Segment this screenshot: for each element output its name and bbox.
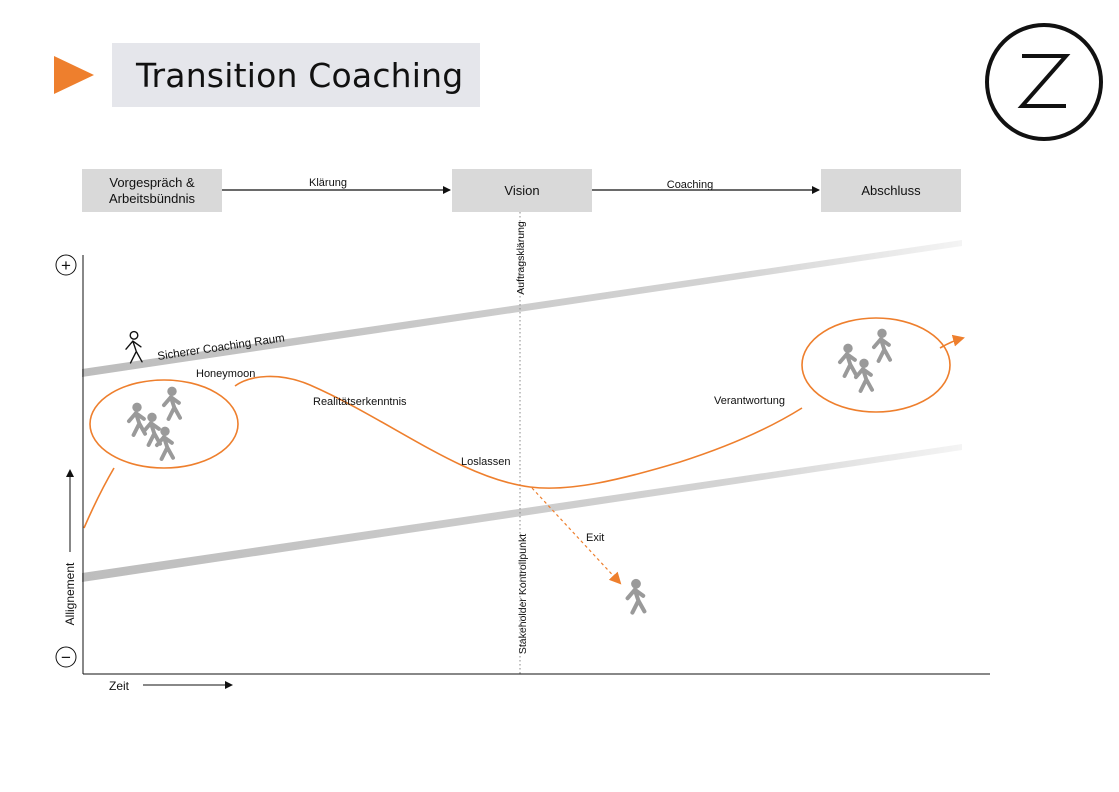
vertical-label-stakeholder: Stakeholder Kontrollpunkt xyxy=(517,534,529,654)
y-axis-label: Allignement xyxy=(63,562,77,625)
curve-label-honeymoon: Honeymoon xyxy=(196,368,255,380)
start-group-ellipse xyxy=(89,379,239,469)
end-arrow xyxy=(939,334,965,349)
end-group-ellipse xyxy=(801,317,951,413)
lower-band xyxy=(82,444,962,582)
group-people-icon xyxy=(837,327,893,393)
page-title: Transition Coaching xyxy=(136,55,464,95)
title-box: Transition Coaching xyxy=(112,43,480,107)
curve-label-exit: Exit xyxy=(586,532,604,544)
transition-curve xyxy=(83,467,115,529)
minus-icon xyxy=(55,646,77,668)
plus-icon xyxy=(55,254,77,276)
phase-box-abschluss: Abschluss xyxy=(821,169,961,212)
phase-label-line1: Vorgespräch & xyxy=(109,174,195,190)
group-people-icon xyxy=(126,385,183,461)
vertical-label-auftragsklaerung: Auftragsklärung xyxy=(515,221,527,295)
transition-curve xyxy=(234,375,803,489)
curve-label-verantwortung: Verantwortung xyxy=(714,395,785,407)
exit-person-icon xyxy=(628,579,645,612)
phase-box-vorgespraech: Vorgespräch & Arbeitsbündnis xyxy=(82,169,222,212)
z-logo-icon xyxy=(985,23,1103,141)
phase-box-vision: Vision xyxy=(452,169,592,212)
phase-label: Vision xyxy=(504,182,540,198)
minus-sign: − xyxy=(61,648,71,667)
phase-label-line2: Arbeitsbündnis xyxy=(109,190,195,206)
x-axis-label: Zeit xyxy=(109,679,130,693)
transition-label-klaerung: Klärung xyxy=(309,177,347,189)
curve-label-loslassen: Loslassen xyxy=(461,456,511,468)
phase-label: Abschluss xyxy=(861,182,921,198)
transition-label-coaching: Coaching xyxy=(667,179,713,191)
plus-sign: + xyxy=(61,256,71,275)
walking-person-icon xyxy=(125,330,143,364)
title-arrow-icon xyxy=(54,56,94,94)
curve-label-realitaet: Realitätserkenntnis xyxy=(313,396,407,408)
upper-band xyxy=(82,240,962,377)
